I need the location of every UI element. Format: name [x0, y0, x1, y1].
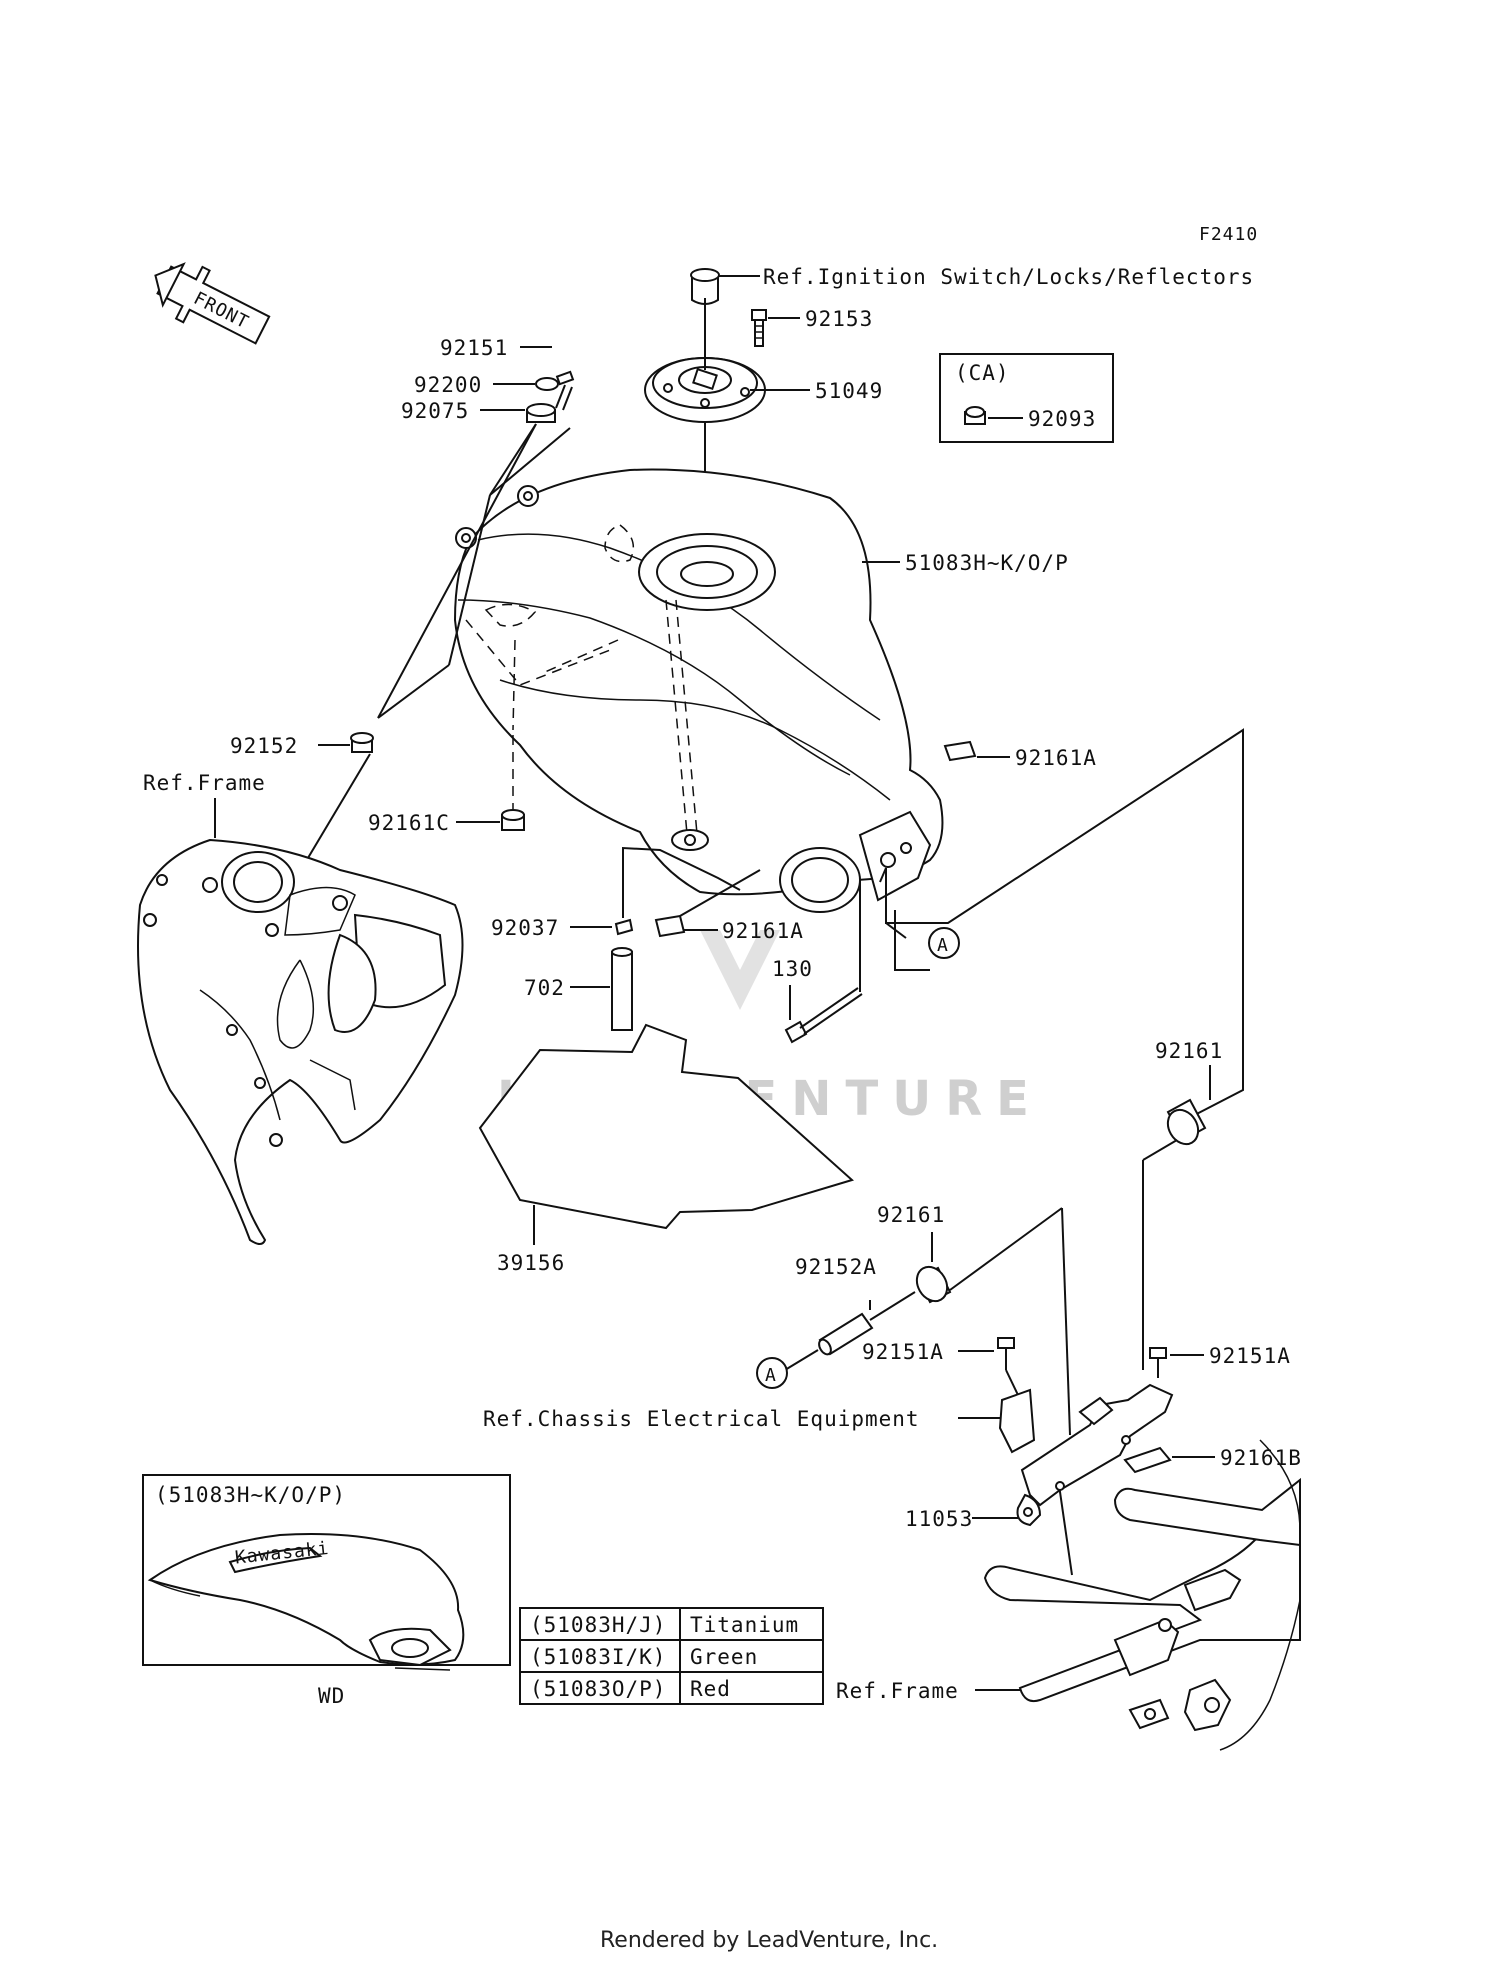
variant-inset: (51083H~K/O/P) Kawasaki WD	[142, 1474, 511, 1708]
callout-92037: 92037	[491, 916, 559, 940]
callout-ref-chassis: Ref.Chassis Electrical Equipment	[483, 1407, 920, 1431]
callout-51083: 51083H~K/O/P	[905, 551, 1069, 575]
clip-92037: 92037	[491, 846, 741, 940]
pin-92152A: 92152A	[784, 1255, 916, 1371]
front-arrow-icon: FRONT	[154, 262, 271, 345]
callout-92151A-right: 92151A	[1209, 1344, 1291, 1368]
marker-a-top: A	[879, 728, 1244, 1121]
table-row-1-code: (51083H/J)	[530, 1613, 666, 1637]
callout-92161C: 92161C	[368, 811, 450, 835]
callout-ref-frame-left: Ref.Frame	[143, 771, 266, 795]
fuel-tank-51083: 51083H~K/O/P	[453, 468, 1069, 913]
leader-lines-left	[377, 423, 571, 719]
rubber-92161-right: 92161	[1142, 1039, 1223, 1370]
callout-92161A-mid: 92161A	[722, 919, 804, 943]
ca-variant-box: (CA) 92093	[939, 353, 1114, 443]
ca-label: (CA)	[955, 361, 1010, 385]
ignition-lock-cylinder: Ref.Ignition Switch/Locks/Reflectors	[690, 265, 1254, 305]
mat-39156: 39156	[478, 1023, 854, 1275]
callout-39156: 39156	[497, 1251, 565, 1275]
table-row-2-color: Green	[690, 1645, 758, 1669]
callout-92161-right: 92161	[1155, 1039, 1223, 1063]
callout-92153: 92153	[805, 307, 873, 331]
callout-92161B: 92161B	[1220, 1446, 1302, 1470]
callout-702: 702	[524, 976, 565, 1000]
table-row-3-code: (51083O/P)	[530, 1677, 666, 1701]
callout-92161-mid: 92161	[877, 1203, 945, 1227]
figure-code: F2410	[1199, 224, 1258, 245]
bracket-11053: 11053	[905, 1383, 1174, 1531]
callout-92161A-right: 92161A	[1015, 746, 1097, 770]
callout-51049: 51049	[815, 379, 883, 403]
marker-a-bottom: A	[756, 1357, 788, 1389]
inset-caption: WD	[318, 1684, 345, 1708]
footer-credit: Rendered by LeadVenture, Inc.	[600, 1928, 938, 1953]
rubber-92161-mid: 92161	[877, 1203, 1073, 1576]
hose-702: 702	[524, 947, 633, 1031]
callout-ref-ignition: Ref.Ignition Switch/Locks/Reflectors	[763, 265, 1254, 289]
frame-left: Ref.Frame	[137, 771, 464, 1245]
marker-a-bottom-label: A	[765, 1365, 777, 1386]
damper-92161A-right: 92161A	[943, 740, 1097, 770]
callout-130: 130	[772, 957, 813, 981]
table-row-1-color: Titanium	[690, 1613, 799, 1637]
bolt-92153: 92153	[751, 307, 873, 347]
chassis-electrical-bracket: Ref.Chassis Electrical Equipment	[483, 1388, 1036, 1454]
callout-92152: 92152	[230, 734, 298, 758]
callout-92075: 92075	[401, 399, 469, 423]
callout-11053: 11053	[905, 1507, 973, 1531]
bolt-92151A-mid: 92151A	[862, 1337, 1019, 1396]
rubber-92161C: 92161C	[368, 735, 525, 835]
callout-92093: 92093	[1028, 407, 1096, 431]
callout-ref-frame-right: Ref.Frame	[836, 1679, 959, 1703]
grommet-92075: 92075	[401, 399, 556, 423]
callout-92200: 92200	[414, 373, 482, 397]
marker-a-top-label: A	[937, 935, 949, 956]
damper-92161A-mid: 92161A	[654, 869, 804, 943]
frame-right: Ref.Frame	[836, 1439, 1301, 1751]
bolt-130: 130	[772, 880, 863, 1044]
callout-92152A: 92152A	[795, 1255, 877, 1279]
callout-92151-top: 92151	[440, 336, 508, 360]
color-table: (51083H/J) Titanium (51083I/K) Green (51…	[519, 1607, 824, 1705]
bolt-92151A-right: 92151A	[1149, 1344, 1291, 1378]
washer-92200: 92200	[414, 373, 559, 397]
table-row-3-color: Red	[690, 1677, 731, 1701]
inset-title: (51083H~K/O/P)	[155, 1483, 346, 1507]
callout-92151A-mid: 92151A	[862, 1340, 944, 1364]
bolt-92151-top: 92151	[440, 336, 575, 411]
table-row-2-code: (51083I/K)	[530, 1645, 666, 1669]
fuel-cap-51049: 51049	[644, 298, 883, 555]
bolt-92152: 92152	[230, 732, 374, 931]
damper-92161B: 92161B	[1123, 1446, 1302, 1474]
